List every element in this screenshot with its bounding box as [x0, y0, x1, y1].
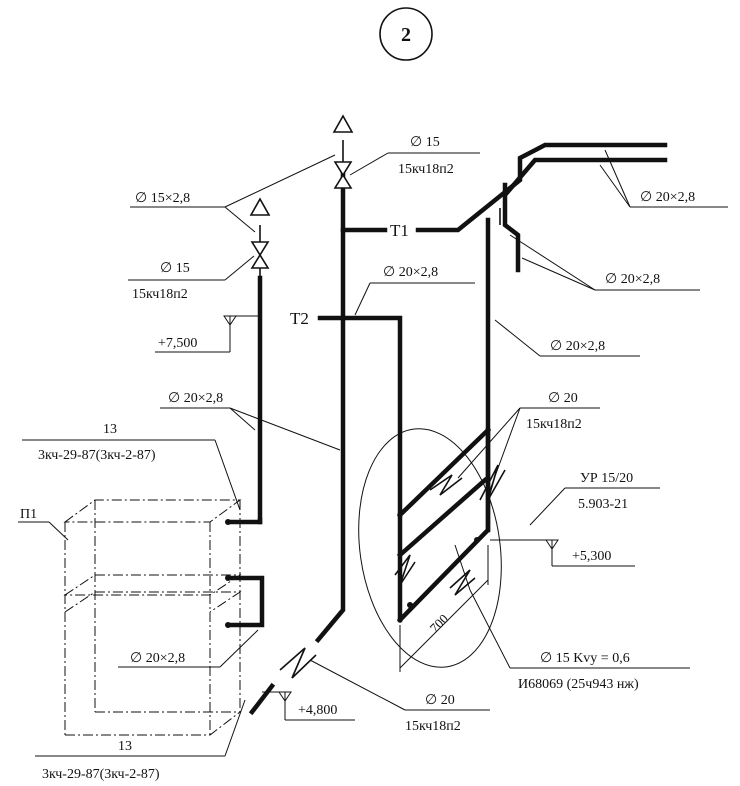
- label-valve-kvy-code: И68069 (25ч943 нж): [518, 677, 639, 692]
- gate-valve-icon: [429, 474, 463, 496]
- label-valve-a: 15кч18п2: [398, 162, 454, 177]
- elevation-mark-icon: [155, 315, 258, 353]
- sheet-number: 2: [401, 24, 411, 46]
- label-dia-20x28-left: ∅ 20×2,8: [168, 391, 223, 406]
- air-vent-arrow-icon: [249, 197, 271, 216]
- gate-valve-icon: [250, 241, 270, 269]
- label-valve-lower: 15кч18п2: [405, 719, 461, 734]
- elevation-mark-icon: [262, 691, 355, 721]
- label-code-bottom: 3кч-29-87(3кч-2-87): [42, 767, 160, 782]
- label-dia-15-kvy: ∅ 15 Kvy = 0,6: [540, 651, 630, 666]
- label-dia-15-b: ∅ 15: [160, 261, 190, 276]
- label-code-top: 3кч-29-87(3кч-2-87): [38, 448, 156, 463]
- label-t2: T2: [290, 309, 309, 328]
- gate-valve-icon: [449, 569, 476, 596]
- label-dia-20x28-right-mid: ∅ 20×2,8: [605, 272, 660, 287]
- label-elev-4800: +4,800: [298, 703, 337, 718]
- label-dia-20x28-loop: ∅ 20×2,8: [130, 651, 185, 666]
- label-dia-15-a: ∅ 15: [410, 135, 440, 150]
- label-elev-5300: +5,300: [572, 549, 611, 564]
- label-valve-b: 15кч18п2: [132, 287, 188, 302]
- label-p1: П1: [20, 507, 37, 522]
- air-vent-arrow-icon: [332, 114, 354, 133]
- label-valve-upper: 15кч18п2: [526, 417, 582, 432]
- label-reg-code: 5.903-21: [578, 497, 628, 512]
- label-elev-7500: +7,500: [158, 336, 197, 351]
- sheet-number-badge: 2: [379, 7, 433, 61]
- label-t1: T1: [390, 221, 409, 240]
- label-13-bottom: 13: [118, 739, 132, 754]
- label-13-top: 13: [103, 422, 117, 437]
- label-dia-20-upper: ∅ 20: [548, 391, 578, 406]
- dim-700: 700: [427, 611, 451, 635]
- regulator-zoom-ellipse: [358, 428, 502, 668]
- label-dia-20-lower: ∅ 20: [425, 693, 455, 708]
- label-reg-name: УР 15/20: [580, 471, 633, 486]
- label-dia-15x28: ∅ 15×2,8: [135, 191, 190, 206]
- left-riser: [225, 275, 265, 628]
- elevation-mark-icon: [490, 539, 635, 567]
- label-dia-20x28-right-low: ∅ 20×2,8: [550, 339, 605, 354]
- label-dia-20x28-top-right: ∅ 20×2,8: [640, 190, 695, 205]
- gate-valve-icon: [279, 647, 317, 679]
- gate-valve-icon: [333, 161, 353, 189]
- label-dia-20x28-t2: ∅ 20×2,8: [383, 265, 438, 280]
- equipment-p1: [63, 499, 242, 736]
- gate-valve-icon: [394, 554, 416, 586]
- main-riser: [248, 169, 403, 716]
